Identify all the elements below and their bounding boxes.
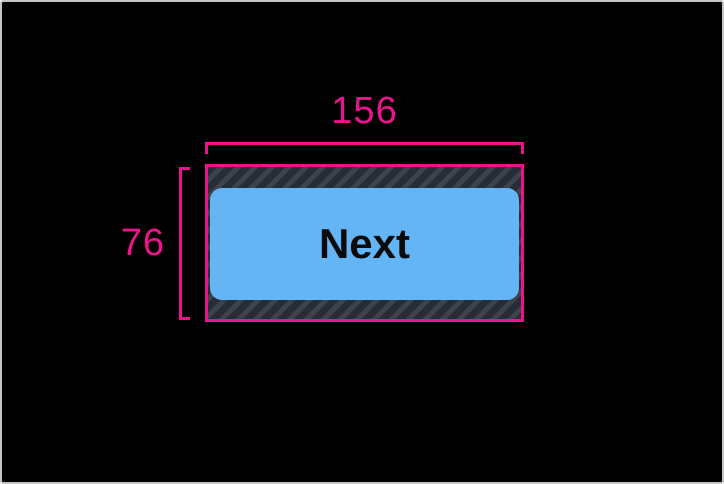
height-dimension-label: 76	[120, 222, 165, 264]
next-button[interactable]: Next	[210, 188, 519, 300]
touch-target-area: Next	[205, 164, 524, 322]
width-dimension-bracket	[205, 142, 524, 154]
width-dimension-label: 156	[331, 90, 398, 132]
height-dimension-bracket	[179, 167, 190, 320]
